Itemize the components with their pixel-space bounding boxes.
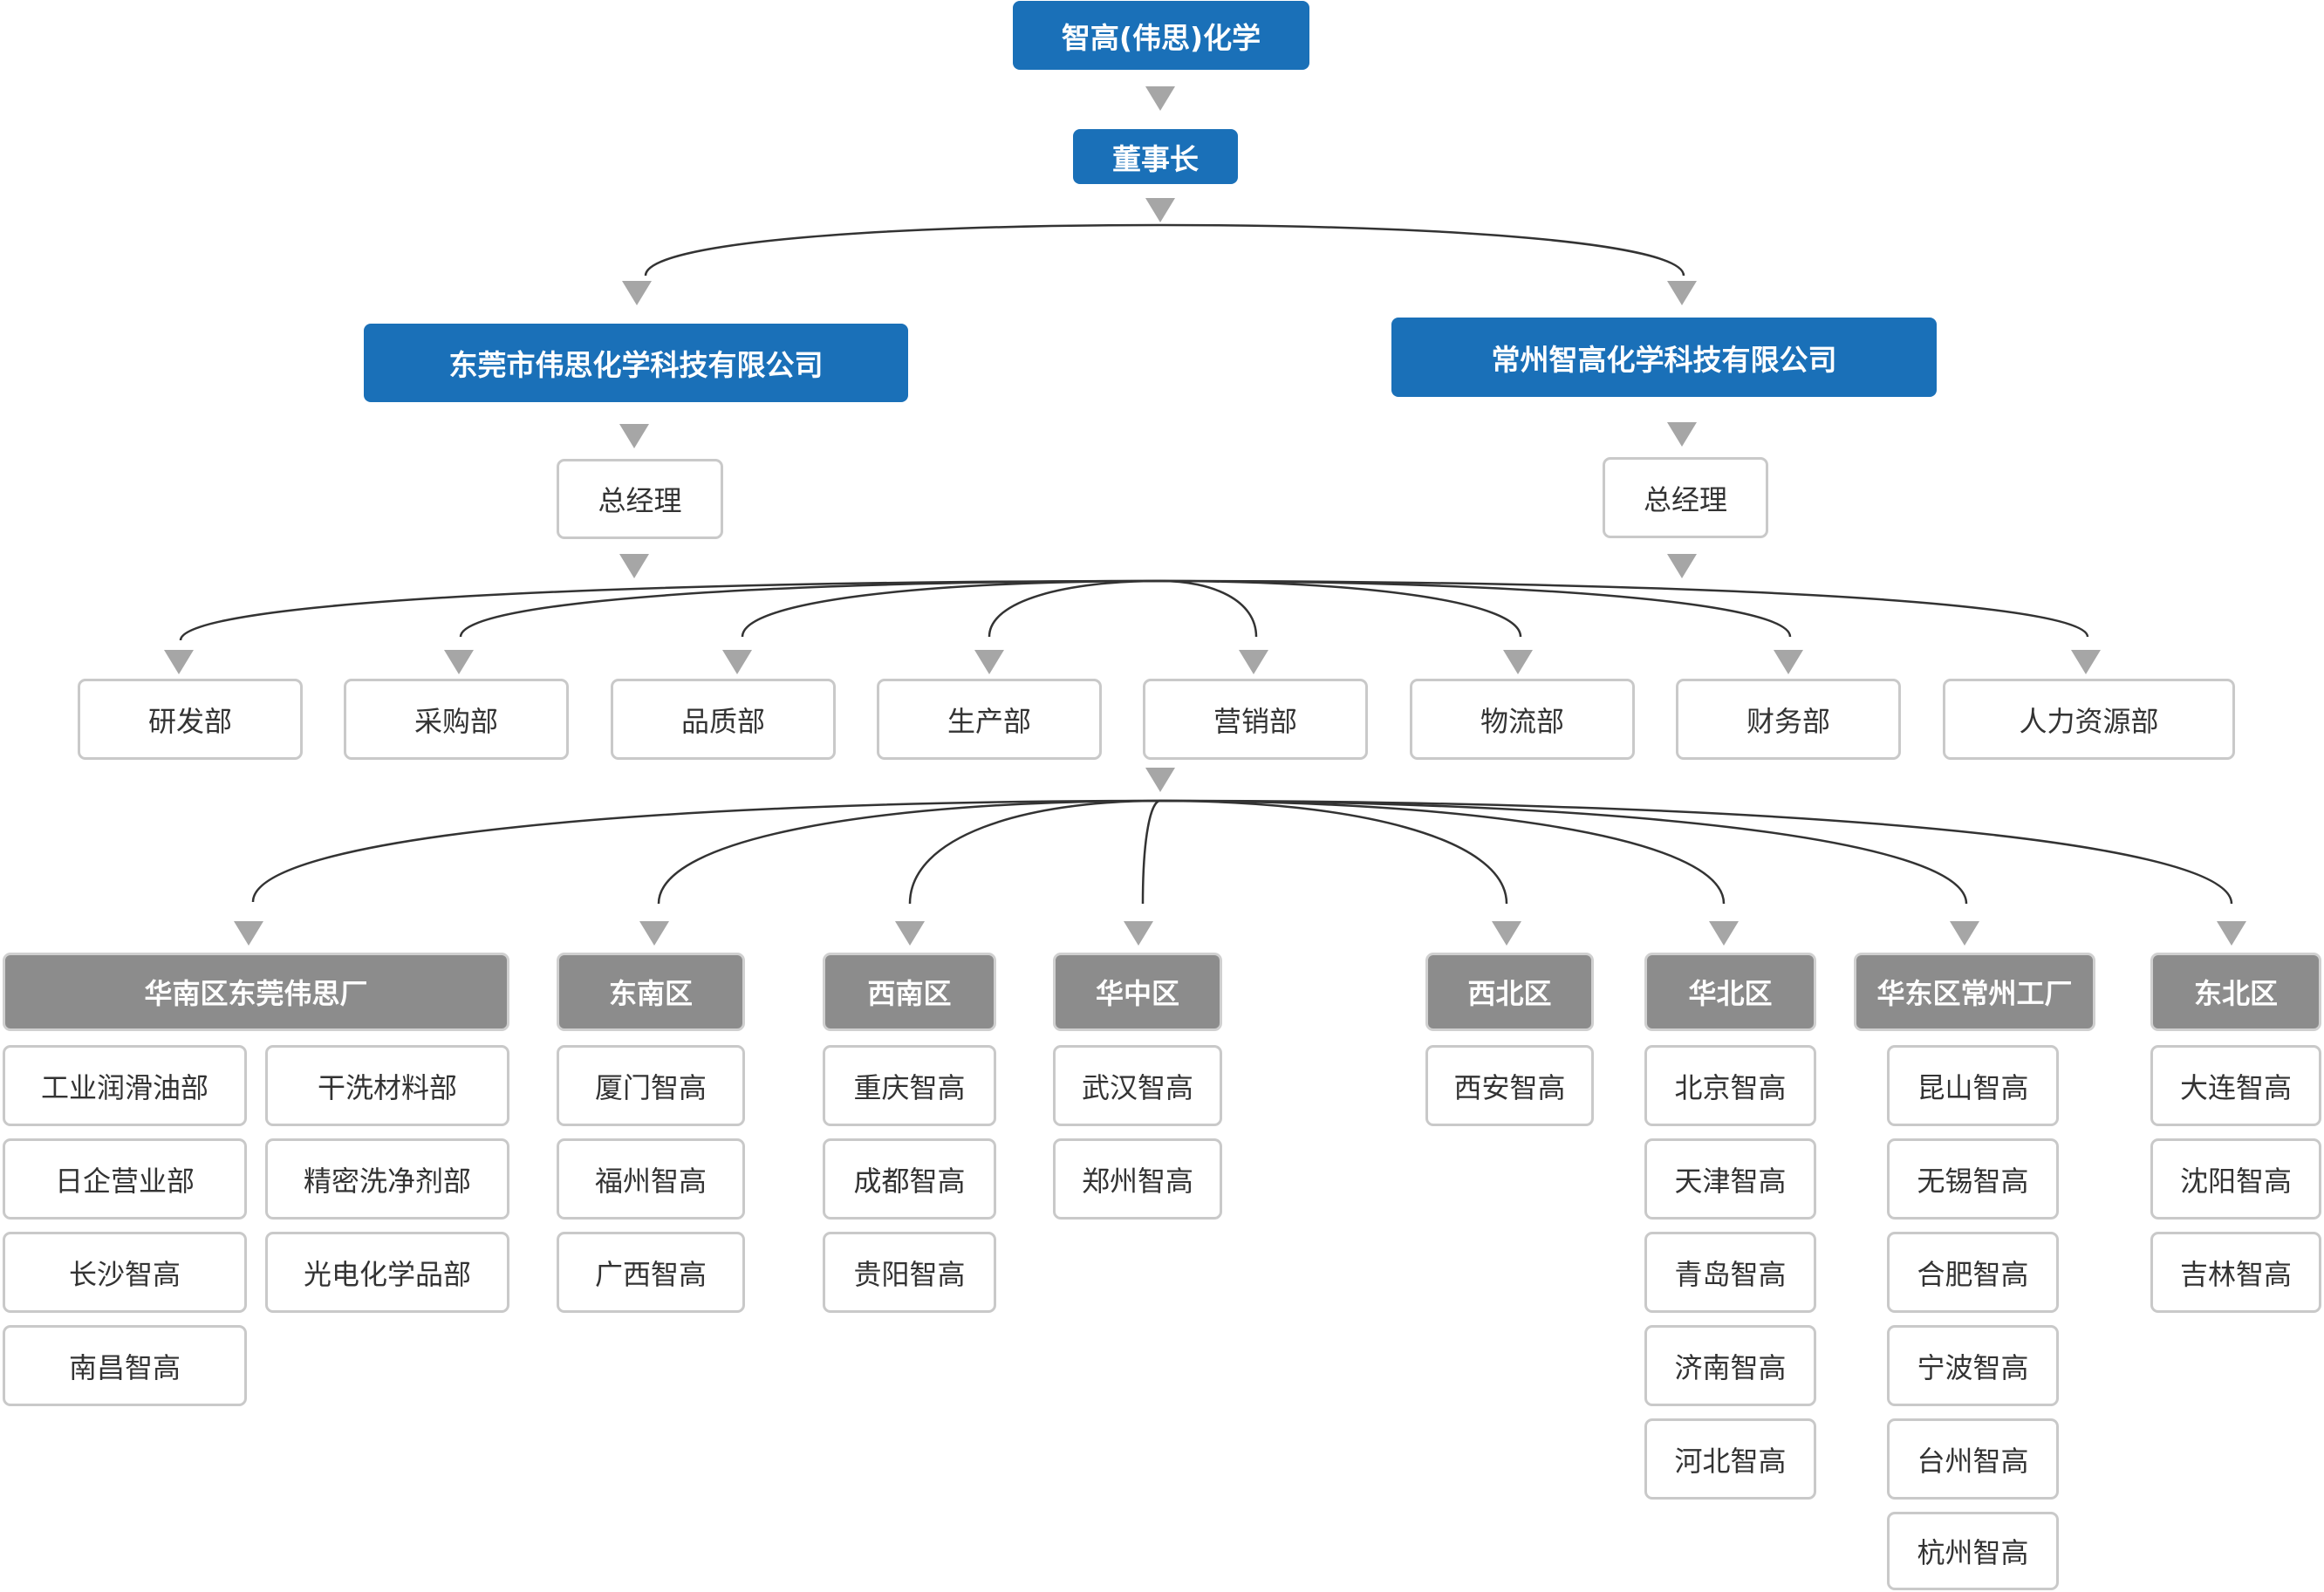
arrow-marker bbox=[444, 650, 474, 674]
arrow-marker bbox=[1492, 921, 1521, 946]
region-south-china-node: 华南区东莞伟思厂 bbox=[3, 953, 509, 1031]
connector-line bbox=[251, 799, 1161, 903]
arrow-marker bbox=[1145, 768, 1175, 792]
root-node: 智高(伟思)化学 bbox=[1013, 1, 1309, 70]
arrow-marker bbox=[2071, 650, 2101, 674]
branch-item: 成都智高 bbox=[823, 1138, 996, 1220]
connector-line bbox=[1159, 799, 1968, 905]
gm-right-node: 总经理 bbox=[1603, 457, 1768, 538]
dept-marketing-node: 营销部 bbox=[1143, 679, 1368, 760]
connector-line bbox=[1159, 579, 1792, 638]
arrow-marker bbox=[1774, 650, 1803, 674]
dept-logistics-node: 物流部 bbox=[1410, 679, 1635, 760]
connector-line bbox=[644, 223, 1161, 277]
branch-item: 济南智高 bbox=[1644, 1325, 1816, 1406]
dept-rnd-node: 研发部 bbox=[78, 679, 303, 760]
region-north-node: 华北区 bbox=[1644, 953, 1816, 1031]
region-northwest-node: 西北区 bbox=[1425, 953, 1594, 1031]
branch-item: 北京智高 bbox=[1644, 1045, 1816, 1126]
connector-line bbox=[459, 579, 1161, 638]
arrow-marker bbox=[639, 921, 669, 946]
dept-hr-node: 人力资源部 bbox=[1943, 679, 2235, 760]
arrow-marker bbox=[1124, 921, 1153, 946]
region-northeast-node: 东北区 bbox=[2150, 953, 2321, 1031]
chairman-node: 董事长 bbox=[1073, 129, 1238, 184]
branch-item: 贵阳智高 bbox=[823, 1232, 996, 1313]
arrow-marker bbox=[234, 921, 263, 946]
branch-item: 厦门智高 bbox=[557, 1045, 745, 1126]
region-east-node: 华东区常州工厂 bbox=[1854, 953, 2095, 1031]
dept-production-node: 生产部 bbox=[877, 679, 1102, 760]
branch-item: 福州智高 bbox=[557, 1138, 745, 1220]
connector-line bbox=[988, 579, 1161, 638]
arrow-marker bbox=[722, 650, 752, 674]
branch-item: 沈阳智高 bbox=[2150, 1138, 2321, 1220]
region-southeast-node: 东南区 bbox=[557, 953, 745, 1031]
arrow-marker bbox=[1950, 921, 1979, 946]
branch-item: 武汉智高 bbox=[1053, 1045, 1222, 1126]
arrow-marker bbox=[1503, 650, 1533, 674]
branch-item: 郑州智高 bbox=[1053, 1138, 1222, 1220]
connector-line bbox=[1159, 579, 2089, 638]
region-southwest-node: 西南区 bbox=[823, 953, 996, 1031]
branch-item: 天津智高 bbox=[1644, 1138, 1816, 1220]
connector-line bbox=[1159, 799, 1508, 905]
connector-line bbox=[1159, 799, 1726, 905]
arrow-marker bbox=[1667, 422, 1697, 447]
branch-item: 河北智高 bbox=[1644, 1418, 1816, 1500]
arrow-marker bbox=[895, 921, 925, 946]
branch-item: 长沙智高 bbox=[3, 1232, 247, 1313]
branch-item: 吉林智高 bbox=[2150, 1232, 2321, 1313]
arrow-marker bbox=[619, 424, 649, 448]
connector-line bbox=[908, 799, 1161, 905]
branch-item: 光电化学品部 bbox=[265, 1232, 509, 1313]
dept-procurement-node: 采购部 bbox=[344, 679, 569, 760]
company-changzhou-node: 常州智高化学科技有限公司 bbox=[1391, 318, 1937, 397]
gm-left-node: 总经理 bbox=[557, 459, 723, 539]
arrow-marker bbox=[1239, 650, 1268, 674]
connector-line bbox=[657, 799, 1161, 905]
branch-item: 宁波智高 bbox=[1887, 1325, 2059, 1406]
branch-item: 南昌智高 bbox=[3, 1325, 247, 1406]
branch-item: 广西智高 bbox=[557, 1232, 745, 1313]
branch-item: 台州智高 bbox=[1887, 1418, 2059, 1500]
dept-quality-node: 品质部 bbox=[611, 679, 836, 760]
arrow-marker bbox=[619, 554, 649, 578]
connector-line bbox=[1159, 579, 1522, 638]
arrow-marker bbox=[164, 650, 194, 674]
connector-line bbox=[741, 579, 1161, 638]
connector-line bbox=[1159, 579, 1258, 638]
arrow-marker bbox=[2217, 921, 2246, 946]
branch-item: 重庆智高 bbox=[823, 1045, 996, 1126]
arrow-marker bbox=[974, 650, 1004, 674]
branch-item: 昆山智高 bbox=[1887, 1045, 2059, 1126]
branch-item: 合肥智高 bbox=[1887, 1232, 2059, 1313]
connector-line bbox=[1141, 799, 1161, 905]
connector-line bbox=[1159, 223, 1685, 277]
branch-item: 无锡智高 bbox=[1887, 1138, 2059, 1220]
branch-item: 日企营业部 bbox=[3, 1138, 247, 1220]
branch-item: 精密洗净剂部 bbox=[265, 1138, 509, 1220]
branch-item: 青岛智高 bbox=[1644, 1232, 1816, 1313]
branch-item: 干洗材料部 bbox=[265, 1045, 509, 1126]
arrow-marker bbox=[1667, 554, 1697, 578]
connector-line bbox=[1159, 799, 2233, 905]
company-dongguan-node: 东莞市伟思化学科技有限公司 bbox=[364, 324, 908, 402]
arrow-marker bbox=[622, 281, 652, 305]
arrow-marker bbox=[1709, 921, 1739, 946]
branch-item: 西安智高 bbox=[1425, 1045, 1594, 1126]
branch-item: 大连智高 bbox=[2150, 1045, 2321, 1126]
region-central-node: 华中区 bbox=[1053, 953, 1222, 1031]
arrow-marker bbox=[1667, 281, 1697, 305]
arrow-marker bbox=[1145, 198, 1175, 222]
branch-item: 杭州智高 bbox=[1887, 1512, 2059, 1590]
arrow-marker bbox=[1145, 86, 1175, 111]
connector-line bbox=[179, 579, 1161, 641]
dept-finance-node: 财务部 bbox=[1676, 679, 1901, 760]
branch-item: 工业润滑油部 bbox=[3, 1045, 247, 1126]
